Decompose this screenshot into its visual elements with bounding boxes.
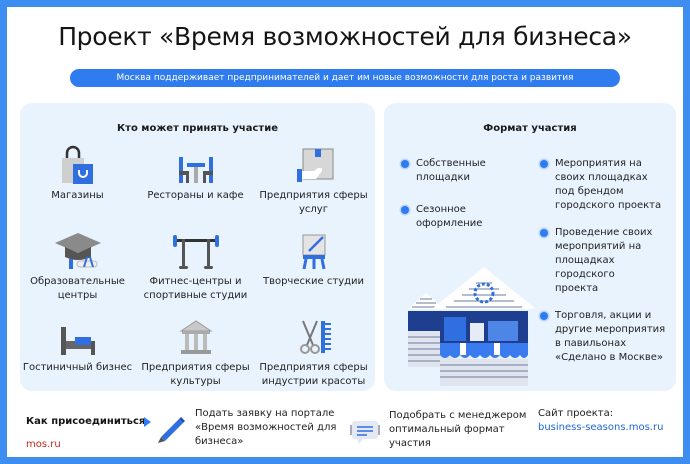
bullet-dot-icon (401, 160, 409, 168)
who-item-label: Рестораны и кафе (147, 190, 244, 201)
participation-format-panel: Формат участия Собственные площадки Сезо… (384, 103, 676, 391)
who-item-label: Творческие студии (262, 276, 365, 287)
bullet-dot-icon (540, 312, 548, 320)
who-item-services: Предприятия сферы услуг (256, 145, 371, 217)
how-to-join-label: Как присоединиться (26, 416, 146, 427)
who-item-label: Предприятия сферы культуры (141, 362, 250, 387)
step-manager-text: Подобрать с менеджером оптимальный форма… (389, 410, 527, 449)
format-item-label: Собственные площадки (416, 158, 486, 183)
shopping-bag-icon (53, 145, 103, 185)
format-item-seasonal-decor: Сезонное оформление (401, 203, 511, 231)
museum-icon (171, 317, 221, 357)
mos-ru-logo: mos.ru (26, 439, 61, 450)
scissors-comb-icon (289, 317, 339, 357)
arrow-right-icon (144, 417, 151, 427)
bullet-dot-icon (540, 160, 548, 168)
format-item-events-own: Мероприятия на своих площадках под бренд… (540, 157, 670, 213)
subtitle-banner: Москва поддерживает предпринимателей и д… (70, 69, 620, 87)
who-item-label: Образовательные центры (30, 276, 125, 301)
who-item-label: Предприятия сферы индустрии красоты (259, 362, 368, 387)
format-panel-title: Формат участия (483, 123, 577, 134)
infographic-frame: Проект «Время возможностей для бизнеса» … (7, 7, 683, 457)
who-item-fitness: Фитнес-центры и спортивные студии (138, 231, 253, 303)
service-box-hand-icon (289, 145, 339, 185)
graduation-cap-icon (53, 231, 103, 271)
project-site-link[interactable]: business-seasons.mos.ru (538, 422, 664, 433)
who-item-label: Предприятия сферы услуг (259, 190, 368, 215)
site-label: Сайт проекта: (538, 408, 614, 419)
who-item-label: Фитнес-центры и спортивные студии (143, 276, 248, 301)
barbell-icon (171, 231, 221, 271)
who-item-restaurants: Рестораны и кафе (138, 145, 253, 203)
who-can-participate-panel: Кто может принять участие Магазины (20, 103, 375, 391)
chat-message-icon (349, 419, 381, 445)
step-apply-text: Подать заявку на портале «Время возможно… (195, 408, 337, 447)
who-item-beauty: Предприятия сферы индустрии красоты (256, 317, 371, 389)
format-item-trade-pavilions: Торговля, акции и другие мероприятия в п… (540, 309, 670, 365)
who-item-education: Образовательные центры (20, 231, 135, 303)
cafe-table-icon (171, 145, 221, 185)
who-item-culture: Предприятия сферы культуры (138, 317, 253, 389)
format-item-label: Проведение своих мероприятий на площадка… (555, 227, 653, 294)
format-item-label: Сезонное оформление (416, 204, 483, 229)
bullet-dot-icon (401, 206, 409, 214)
who-item-label: Магазины (51, 190, 104, 201)
page-title: Проект «Время возможностей для бизнеса» (58, 22, 632, 51)
who-item-hotels: Гостиничный бизнес (20, 317, 135, 375)
pencil-icon (155, 411, 187, 443)
how-to-join-section: Как присоединиться mos.ru Подать заявку … (7, 399, 683, 457)
who-panel-title: Кто может принять участие (116, 123, 279, 134)
format-item-own-venues: Собственные площадки (401, 157, 511, 185)
format-item-label: Мероприятия на своих площадках под бренд… (555, 158, 662, 211)
who-item-label: Гостиничный бизнес (22, 362, 133, 373)
bullet-dot-icon (540, 229, 548, 237)
who-item-creative: Творческие студии (256, 231, 371, 289)
format-item-events-city: Проведение своих мероприятий на площадка… (540, 226, 660, 296)
bed-icon (53, 317, 103, 357)
easel-icon (289, 231, 339, 271)
format-item-label: Торговля, акции и другие мероприятия в п… (555, 310, 666, 363)
who-item-shops: Магазины (20, 145, 135, 203)
pavilion-illustration (394, 251, 536, 386)
